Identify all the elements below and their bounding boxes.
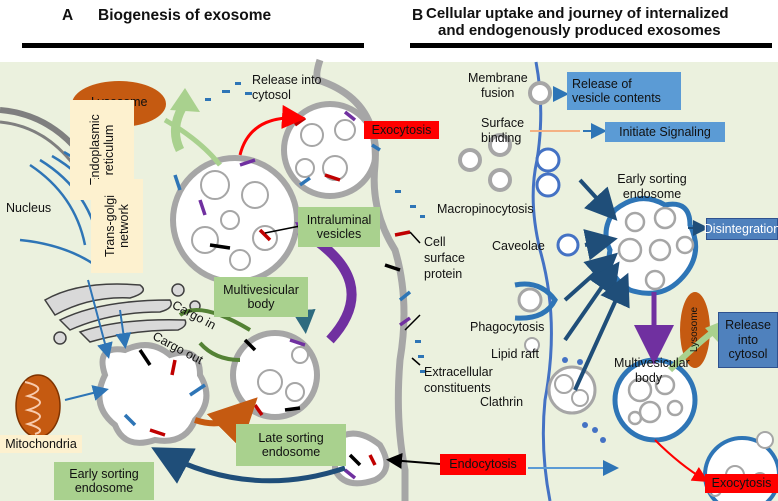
multivesicular-body-a bbox=[170, 155, 300, 285]
cell-surface-line3: protein bbox=[424, 267, 463, 281]
endocytosis-label: Endocytosis bbox=[440, 454, 526, 475]
extracellular-vesicles-b bbox=[458, 81, 552, 192]
header-b-underline bbox=[410, 43, 772, 48]
uptake-arrows bbox=[563, 178, 630, 391]
cargo-out-arrow bbox=[198, 341, 241, 362]
plasma-membrane-b bbox=[531, 61, 553, 501]
ilv-label-line1: Intraluminal bbox=[306, 212, 372, 227]
release-cytosol-b-line3: cytosol bbox=[728, 347, 768, 362]
release-contents-line2: vesicle contents bbox=[572, 91, 661, 105]
late-sorting-label: Late sorting endosome bbox=[236, 424, 346, 466]
release-cytosol-a-line1: Release into bbox=[252, 73, 322, 87]
cell-surface-line1: Cell bbox=[424, 235, 446, 249]
er-label-line2: reticulum bbox=[102, 124, 116, 176]
surface-binding-line2: binding bbox=[481, 131, 522, 145]
release-cytosol-b-label: Release into cytosol bbox=[718, 312, 778, 368]
er-label-line1: Endoplasmic bbox=[87, 114, 102, 186]
mvb-b-line1: Multivesicular bbox=[614, 356, 690, 370]
early-sorting-a-label-line2: endosome bbox=[74, 481, 134, 495]
release-cytosol-b-line2: into bbox=[737, 332, 759, 347]
lysosome-b-shape bbox=[680, 292, 710, 368]
cell-surface-line2: surface bbox=[424, 251, 465, 265]
caveolae-vesicle bbox=[556, 233, 580, 257]
early-sorting-a-label-line1: Early sorting bbox=[69, 466, 139, 481]
mvb-a-label-line2: body bbox=[247, 297, 275, 311]
clathrin-label: Clathrin bbox=[480, 395, 524, 409]
ilv-label-line2: vesicles bbox=[316, 227, 362, 241]
caveolae-label: Caveolae bbox=[492, 239, 545, 253]
nucleus-label: Nucleus bbox=[6, 201, 52, 215]
disintegration-label: Disintegration bbox=[704, 218, 778, 240]
mvb-a-label-line1: Multivesicular bbox=[223, 282, 299, 297]
lysosome-b-label: Lysosome bbox=[689, 306, 701, 353]
release-contents-line1: Release of bbox=[572, 76, 632, 91]
early-sorting-a-label: Early sorting endosome bbox=[54, 462, 154, 500]
header-b-letter: B bbox=[412, 7, 424, 24]
header-a-letter: A bbox=[62, 7, 74, 24]
mitochondria-cristae bbox=[24, 381, 42, 435]
release-cytosol-b-line1: Release bbox=[725, 318, 771, 333]
ilv-label: Intraluminal vesicles bbox=[298, 207, 380, 247]
mvb-b-line2: body bbox=[635, 371, 663, 385]
arrow-early-to-late bbox=[194, 397, 258, 449]
macropinocytosis-label: Macropinocytosis bbox=[437, 202, 534, 216]
trans-golgi-network bbox=[43, 283, 201, 345]
late-sorting-endosome bbox=[230, 330, 320, 420]
tgn-label-line1: Trans-golgi bbox=[102, 194, 117, 258]
clathrin-coat bbox=[562, 357, 606, 443]
early-sorting-b-line2: endosome bbox=[622, 187, 682, 201]
tgn-label-line2: network bbox=[117, 204, 131, 248]
header-b-title-line1: Cellular uptake and journey of internali… bbox=[426, 5, 729, 22]
phagocytosis-label: Phagocytosis bbox=[470, 320, 545, 334]
cargo-in-arrow bbox=[178, 308, 252, 332]
late-sorting-label-line1: Late sorting bbox=[258, 430, 324, 445]
release-contents-label: Release of vesicle contents bbox=[567, 72, 681, 110]
early-sorting-b-line1: Early sorting bbox=[617, 172, 687, 186]
extracellular-dots-a bbox=[205, 82, 425, 373]
mitochondria-label: Mitochondria bbox=[0, 435, 82, 453]
surface-binding-line1: Surface bbox=[481, 116, 525, 130]
exocytosis-b-label: Exocytosis bbox=[705, 474, 778, 493]
late-sorting-label-line2: endosome bbox=[261, 445, 321, 459]
membrane-fusion-line1: Membrane bbox=[468, 71, 528, 85]
arrow-endocytosis-to-early bbox=[151, 447, 346, 484]
extracellular-line2: constituents bbox=[424, 381, 491, 395]
arrow-mvb-to-exocytosis bbox=[238, 104, 306, 156]
header-a-title: Biogenesis of exosome bbox=[98, 7, 272, 24]
lipid-raft-label: Lipid raft bbox=[491, 347, 539, 361]
header-b-title-line2: and endogenously produced exosomes bbox=[438, 22, 721, 39]
exocytosis-a-label: Exocytosis bbox=[364, 121, 439, 139]
initiate-signaling-label: Initiate Signaling bbox=[605, 122, 725, 142]
tgn-label: Trans-golgi network bbox=[91, 179, 143, 273]
extracellular-line1: Extracellular bbox=[424, 365, 493, 379]
release-cytosol-a-line2: cytosol bbox=[252, 88, 291, 102]
phagocytosis-vesicle bbox=[517, 287, 543, 313]
membrane-fusion-line2: fusion bbox=[481, 86, 515, 100]
arrow-mvb-to-lysosome bbox=[171, 105, 187, 153]
mvb-a-label: Multivesicular body bbox=[214, 277, 308, 317]
header-a-underline bbox=[22, 43, 364, 48]
